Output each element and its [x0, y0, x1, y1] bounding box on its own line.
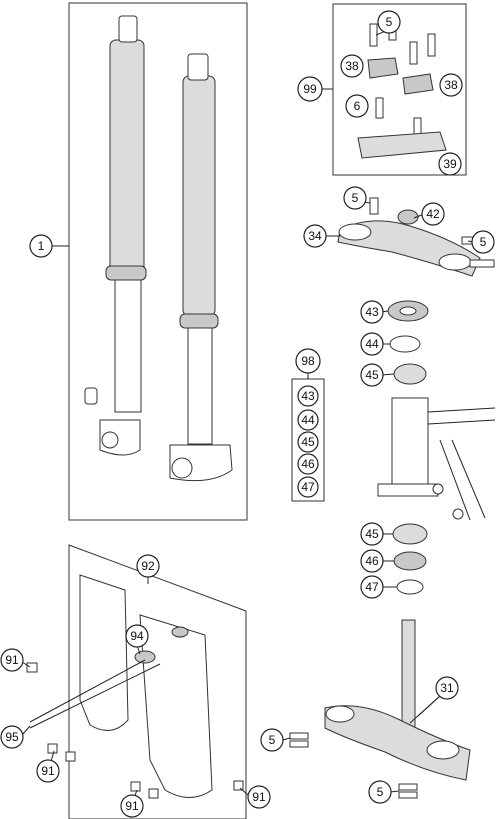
svg-text:95: 95	[5, 730, 19, 744]
callout-91: 91	[0, 648, 24, 672]
bearing-stack-top	[387, 300, 429, 385]
svg-text:44: 44	[365, 337, 379, 351]
svg-text:45: 45	[365, 368, 379, 382]
callout-38: 38	[439, 73, 463, 97]
svg-text:45: 45	[365, 527, 379, 541]
bearing-stack-bottom	[392, 523, 428, 595]
svg-text:38: 38	[345, 59, 359, 73]
svg-text:47: 47	[301, 480, 315, 494]
svg-text:6: 6	[354, 99, 361, 113]
callout-43: 43	[360, 300, 384, 324]
svg-text:34: 34	[308, 229, 322, 243]
svg-text:43: 43	[301, 389, 315, 403]
svg-text:45: 45	[301, 435, 315, 449]
callout-95: 95	[0, 725, 24, 749]
callout-45: 45	[360, 522, 384, 546]
fork-leg-right	[169, 53, 233, 482]
callout-5: 5	[377, 10, 401, 34]
svg-text:98: 98	[301, 354, 315, 368]
callout-5: 5	[260, 728, 284, 752]
clamp-parts	[357, 17, 447, 159]
callout-5: 5	[471, 230, 495, 254]
svg-text:1: 1	[38, 239, 45, 253]
svg-text:46: 46	[365, 554, 379, 568]
callout-94: 94	[125, 624, 149, 648]
svg-text:46: 46	[301, 457, 315, 471]
callout-5: 5	[343, 186, 367, 210]
kit-callout-47: 47	[297, 476, 319, 498]
svg-text:91: 91	[125, 799, 139, 813]
kit-callout-44: 44	[297, 409, 319, 431]
svg-text:39: 39	[443, 157, 457, 171]
svg-text:5: 5	[352, 191, 359, 205]
kit-callout-43: 43	[297, 385, 319, 407]
callout-39: 39	[438, 152, 462, 176]
svg-text:5: 5	[377, 785, 384, 799]
svg-text:43: 43	[365, 305, 379, 319]
lower-triple-clamp	[289, 619, 471, 799]
frame-head-tube	[377, 397, 496, 521]
svg-text:47: 47	[365, 580, 379, 594]
svg-text:38: 38	[444, 78, 458, 92]
callout-91: 91	[36, 759, 60, 783]
guard-group-frame	[68, 544, 247, 819]
svg-text:94: 94	[130, 629, 144, 643]
svg-text:44: 44	[301, 413, 315, 427]
callout-98: 98	[295, 348, 321, 374]
callout-91: 91	[247, 785, 271, 809]
svg-text:5: 5	[386, 15, 393, 29]
kit-callout-45: 45	[297, 431, 319, 453]
kit-callout-46: 46	[297, 453, 319, 475]
svg-text:99: 99	[303, 82, 317, 96]
fork-leg-left	[84, 15, 147, 456]
fork-group-frame	[68, 2, 248, 521]
callout-47: 47	[360, 575, 384, 599]
callout-6: 6	[345, 94, 369, 118]
guard-bolts	[26, 659, 244, 799]
callout-91: 91	[120, 794, 144, 818]
svg-text:31: 31	[440, 681, 454, 695]
svg-text:5: 5	[269, 733, 276, 747]
callout-92: 92	[136, 554, 160, 578]
callout-44: 44	[360, 332, 384, 356]
svg-text:91: 91	[5, 653, 19, 667]
callout-99: 99	[297, 76, 323, 102]
top-triple-clamp	[337, 197, 495, 277]
callout-38: 38	[340, 54, 364, 78]
callout-5: 5	[368, 780, 392, 804]
svg-text:42: 42	[426, 207, 440, 221]
callout-46: 46	[360, 549, 384, 573]
callout-34: 34	[303, 224, 327, 248]
callout-31: 31	[435, 676, 459, 700]
svg-text:91: 91	[41, 764, 55, 778]
fork-guards	[79, 574, 213, 798]
callout-1: 1	[29, 234, 53, 258]
svg-text:5: 5	[480, 235, 487, 249]
callout-45: 45	[360, 363, 384, 387]
svg-text:91: 91	[252, 790, 266, 804]
svg-text:92: 92	[141, 559, 155, 573]
callout-42: 42	[421, 202, 445, 226]
